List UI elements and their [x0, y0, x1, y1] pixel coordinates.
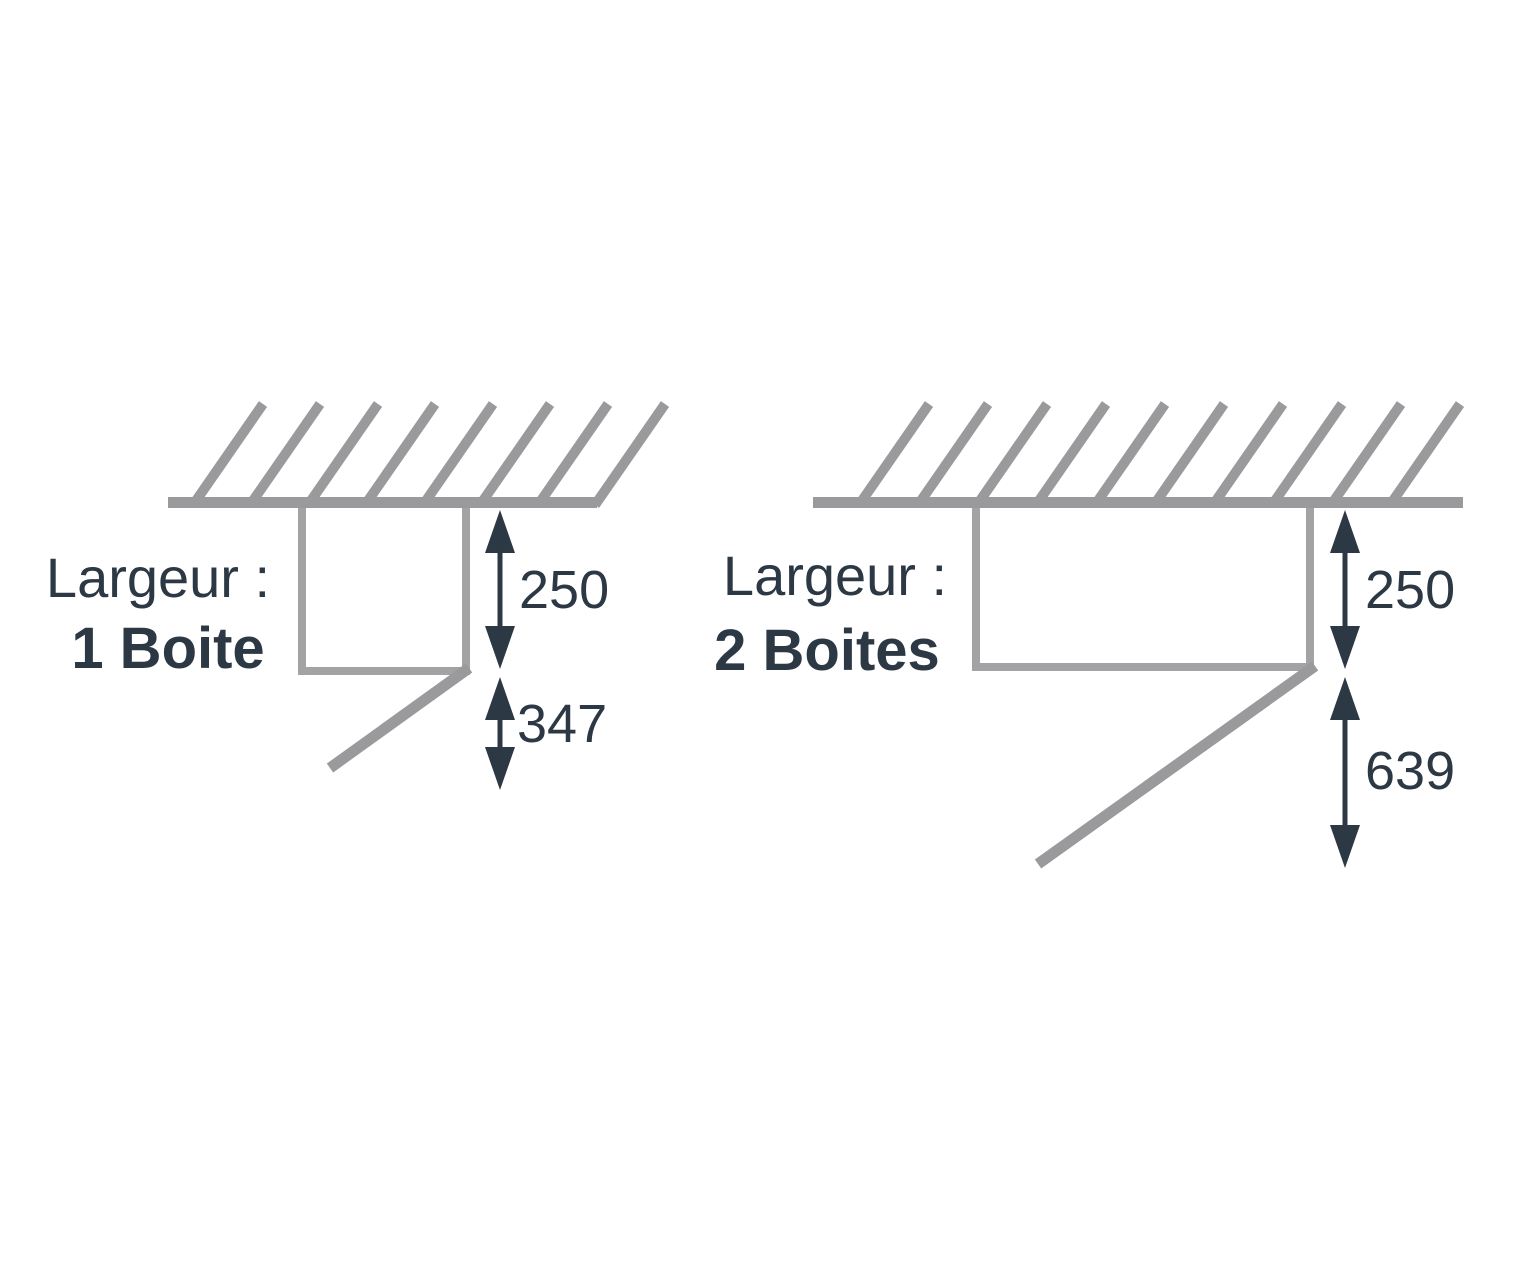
ceiling-hatch-line	[1267, 401, 1347, 508]
recess-box-outline	[972, 508, 1314, 671]
ceiling-hatch-line	[360, 401, 440, 508]
ceiling-hatch-line	[854, 401, 934, 508]
caption-box-count: 2 Boites	[714, 618, 940, 683]
ceiling-line	[813, 497, 1463, 508]
dimension-value-lower: 347	[517, 694, 607, 754]
arrowhead-up-icon	[1330, 677, 1360, 720]
ceiling-hatch-line	[1326, 401, 1406, 508]
ceiling-hatch-line	[1149, 401, 1229, 508]
caption-largeur: Largeur :	[723, 544, 947, 607]
ceiling-hatch-line	[1208, 401, 1288, 508]
flap-diagonal-line	[326, 663, 473, 773]
dimension-arrow-upper	[1330, 510, 1360, 669]
ceiling-hatch-line	[303, 401, 383, 508]
arrowhead-up-icon	[1330, 510, 1360, 553]
dimension-value-lower: 639	[1365, 741, 1455, 801]
dimension-value-upper: 250	[1365, 560, 1455, 620]
flap-diagonal-line	[1034, 661, 1319, 869]
ceiling-line	[168, 497, 597, 508]
dimension-value-upper: 250	[519, 560, 609, 620]
diagram-2-boites: 250 639 Largeur : 2 Boites	[714, 401, 1465, 869]
dimension-arrow-lower	[485, 677, 515, 790]
ceiling-hatch-line	[245, 401, 325, 508]
caption-largeur: Largeur :	[46, 546, 270, 609]
diagram-1-boite: 250 347 Largeur : 1 Boite	[46, 401, 670, 790]
ceiling-hatch-line	[913, 401, 993, 508]
ceiling-hatch-line	[590, 401, 670, 508]
ceiling-hatch	[813, 401, 1465, 508]
ceiling-hatch-line	[1090, 401, 1170, 508]
recess-box-outline	[298, 508, 470, 675]
dimension-arrow-lower	[1330, 677, 1360, 868]
ceiling-hatch-line	[475, 401, 555, 508]
arrowhead-down-icon	[485, 626, 515, 669]
arrowhead-down-icon	[1330, 626, 1360, 669]
ceiling-hatch-line	[418, 401, 498, 508]
ceiling-hatch-line	[188, 401, 268, 508]
ceiling-hatch-line	[1385, 401, 1465, 508]
ceiling-hatch-line	[533, 401, 613, 508]
arrowhead-down-icon	[485, 747, 515, 790]
arrowhead-up-icon	[485, 510, 515, 553]
arrowhead-down-icon	[1330, 825, 1360, 868]
dimension-arrow-upper	[485, 510, 515, 669]
caption-box-count: 1 Boite	[71, 616, 264, 681]
arrowhead-up-icon	[485, 677, 515, 720]
ceiling-hatch	[168, 401, 670, 508]
ceiling-hatch-line	[1031, 401, 1111, 508]
ceiling-hatch-line	[972, 401, 1052, 508]
